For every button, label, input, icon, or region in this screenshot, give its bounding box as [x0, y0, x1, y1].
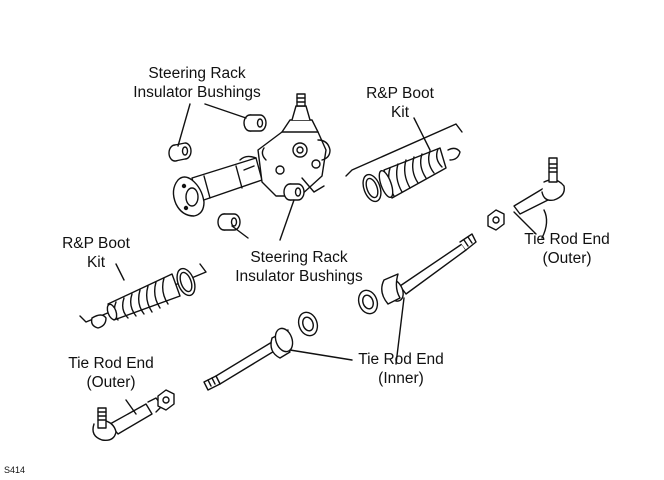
label-tie-rod-inner: Tie Rod End (Inner): [346, 350, 456, 388]
label-tie-rod-outer-right-line2: (Outer): [542, 250, 592, 267]
insulator-bushing-mid-right: [283, 183, 305, 201]
label-tie-rod-outer-left-line1: Tie Rod End: [68, 355, 154, 372]
leader-tie-rod-outer-right: [513, 211, 537, 235]
insulator-bushing-mid-left: [217, 213, 241, 231]
label-bushings-mid: Steering Rack Insulator Bushings: [226, 248, 372, 286]
steering-rack-housing: [172, 93, 331, 217]
boot-kit-right: [345, 123, 463, 203]
inner-tie-rod-right: [357, 233, 477, 315]
label-boot-kit-right-line2: Kit: [390, 104, 410, 121]
label-tie-rod-inner-line1: Tie Rod End: [358, 351, 444, 368]
label-bushings-mid-line2: Insulator Bushings: [235, 268, 363, 285]
outer-tie-rod-end-left: [92, 389, 175, 442]
label-tie-rod-outer-left-line2: (Outer): [86, 374, 136, 391]
insulator-bushing-top-right: [243, 114, 267, 132]
label-boot-kit-left-line1: R&P Boot: [62, 235, 130, 252]
leader-bushings-mid: [231, 199, 295, 241]
label-boot-kit-left: R&P Boot Kit: [48, 234, 144, 272]
label-tie-rod-inner-line2: (Inner): [378, 370, 424, 387]
label-boot-kit-right: R&P Boot Kit: [352, 84, 448, 122]
figure-code: S414: [4, 465, 26, 475]
bracket-boot-kit-left: [115, 263, 125, 281]
label-tie-rod-outer-right-line1: Tie Rod End: [524, 231, 610, 248]
label-bushings-top-line1: Steering Rack: [148, 65, 246, 82]
label-tie-rod-outer-right: Tie Rod End (Outer): [512, 230, 622, 268]
boot-kit-left: [79, 263, 207, 329]
label-bushings-mid-line1: Steering Rack: [250, 249, 348, 266]
inner-tie-rod-left: [203, 311, 319, 391]
label-boot-kit-right-line1: R&P Boot: [366, 85, 434, 102]
outer-tie-rod-end-right: [487, 157, 565, 239]
label-bushings-top-line2: Insulator Bushings: [133, 84, 261, 101]
leader-tie-rod-inner: [289, 297, 405, 365]
leader-boot-kit-right: [413, 117, 431, 151]
label-tie-rod-outer-left: Tie Rod End (Outer): [56, 354, 166, 392]
insulator-bushing-top-left: [168, 142, 192, 162]
label-boot-kit-left-line2: Kit: [86, 254, 106, 271]
label-bushings-top: Steering Rack Insulator Bushings: [124, 64, 270, 102]
leader-tie-rod-outer-left: [125, 399, 137, 415]
leader-bushings-top: [177, 103, 247, 147]
